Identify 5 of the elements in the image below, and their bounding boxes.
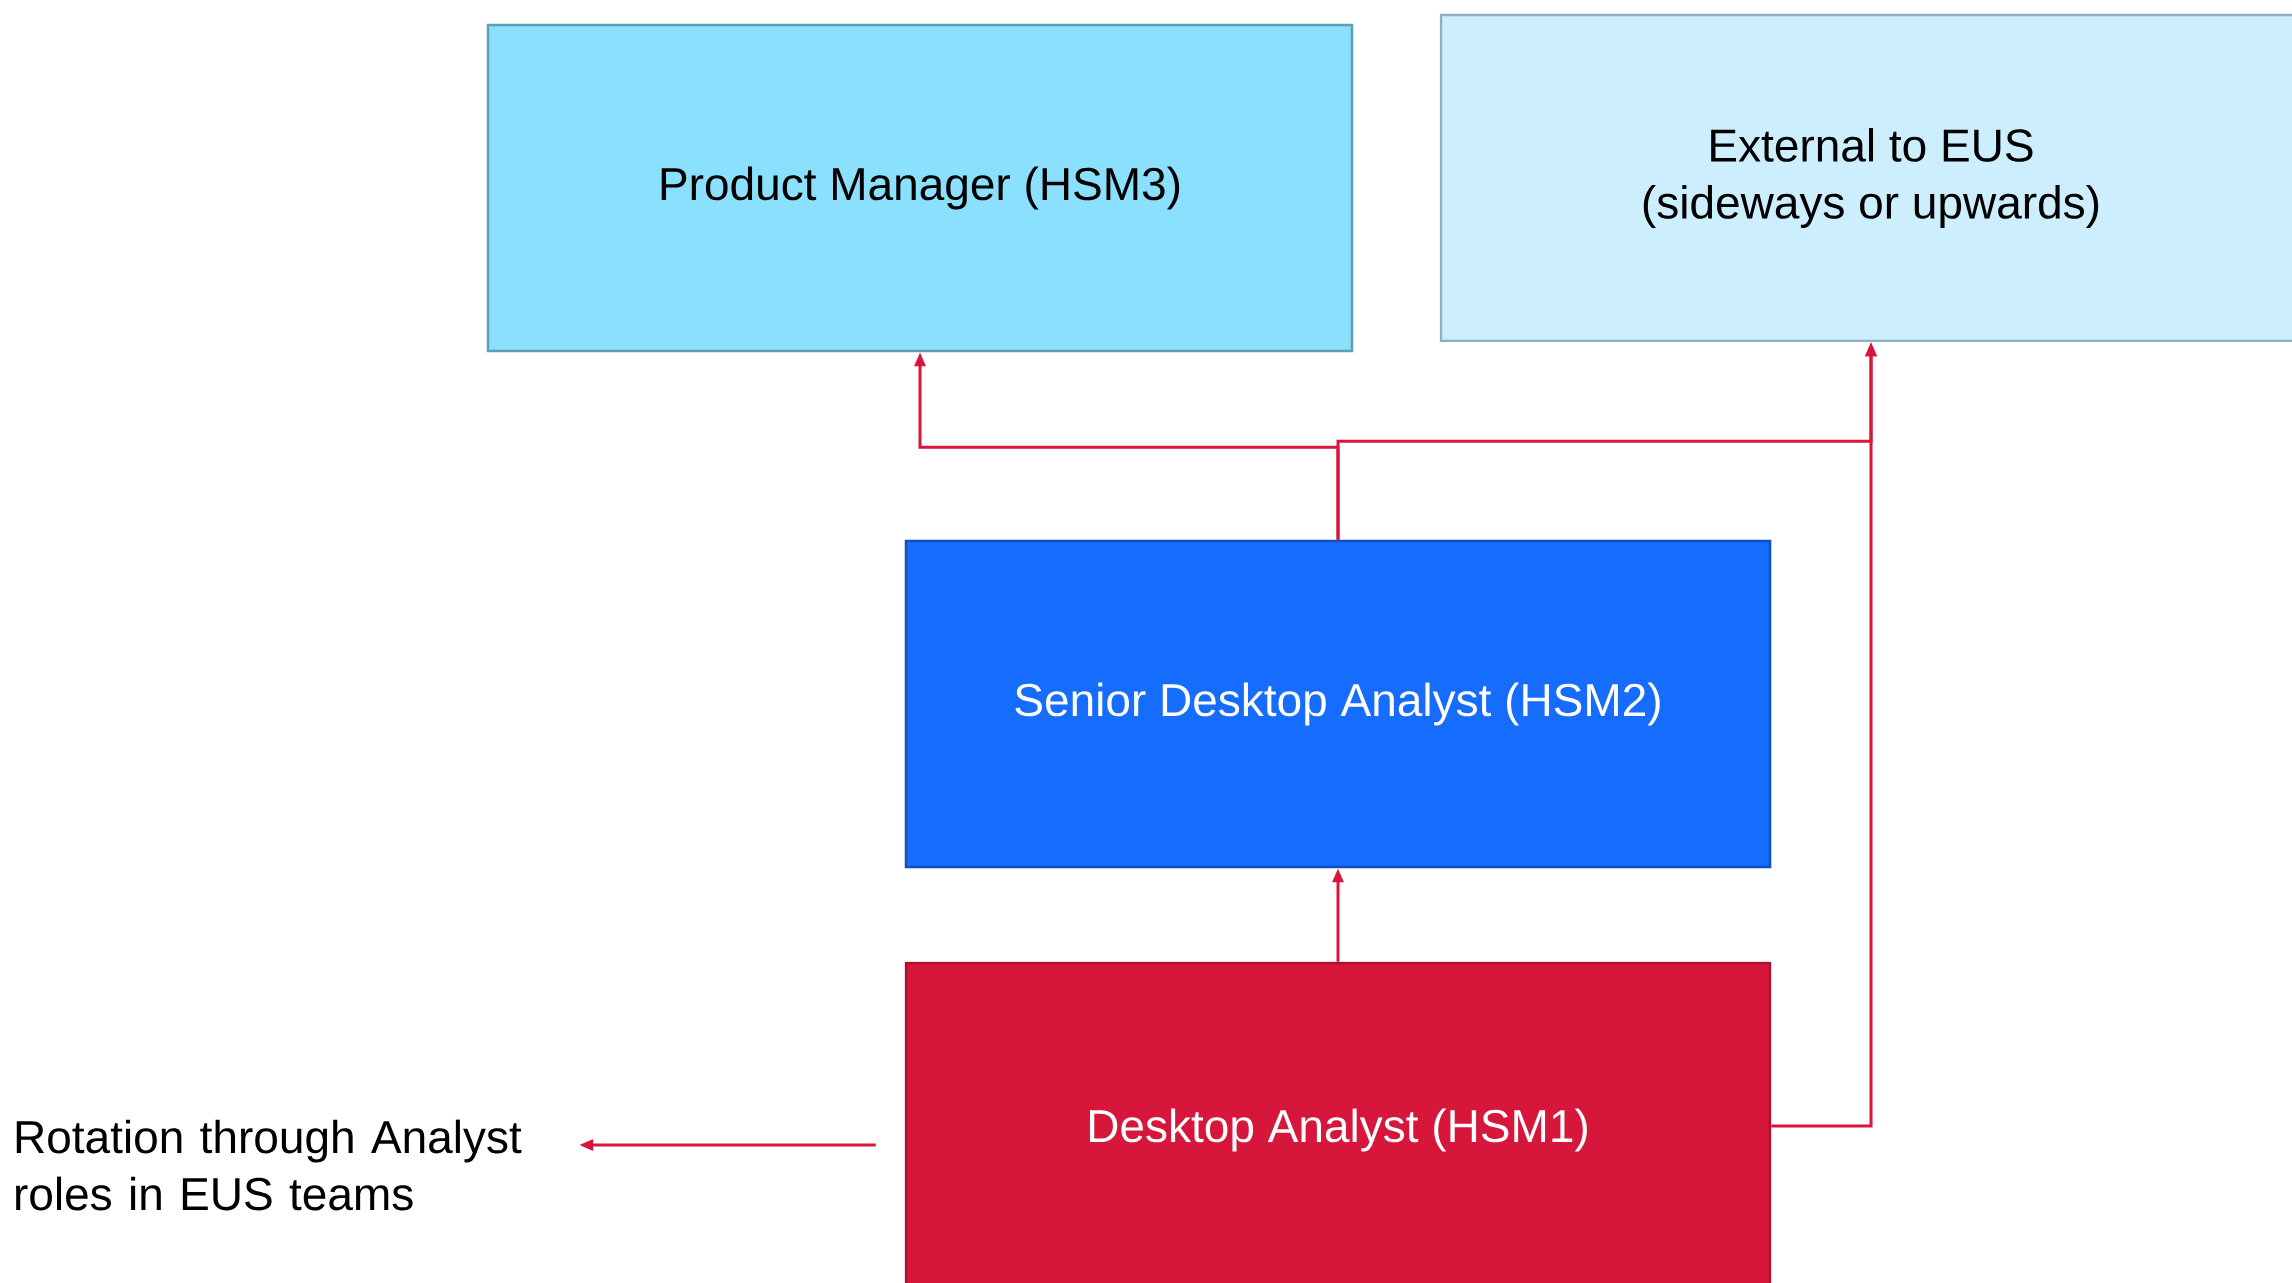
note-text: Rotation through Analyst roles in EUS teams bbox=[16, 1119, 522, 1211]
role-box: Product Manager (HSM3) bbox=[486, 23, 1354, 353]
role-box: Desktop Analyst (HSM1) bbox=[904, 961, 1772, 1283]
role-box: External to EUS (sideways or upwards) bbox=[1439, 13, 2292, 343]
role-box: Senior Desktop Analyst (HSM2) bbox=[904, 539, 1772, 869]
